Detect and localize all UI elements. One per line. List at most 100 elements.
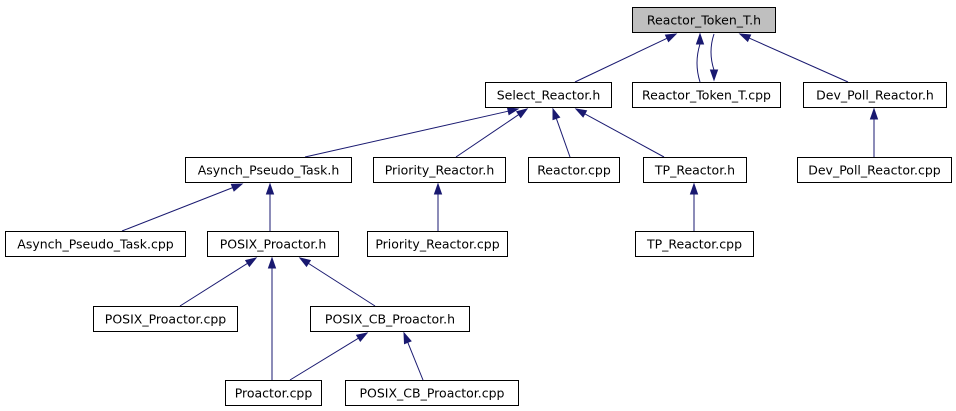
node-label: TP_Reactor.h (654, 163, 735, 178)
arrowhead-icon (244, 257, 258, 268)
arrowhead-icon (265, 182, 275, 195)
edge-dev_poll_reactor_h-to-reactor_token_t_h (738, 33, 849, 83)
edge-select_reactor_h-to-reactor_token_t_h (574, 33, 678, 83)
node-box (345, 380, 519, 406)
node-label: POSIX_Proactor.cpp (105, 312, 226, 327)
node-label: Proactor.cpp (235, 386, 313, 401)
arrowhead-icon (267, 256, 277, 269)
node-tp-reactor-h[interactable]: TP_Reactor.h (643, 157, 747, 183)
node-label: Asynch_Pseudo_Task.cpp (17, 237, 173, 252)
node-label: TP_Reactor.cpp (646, 237, 742, 252)
node-asynch-pseudo-task-cpp[interactable]: Asynch_Pseudo_Task.cpp (5, 231, 186, 257)
edge-line (555, 118, 571, 158)
edge-posix_cb_proactor_cpp-to-posix_cb_proactor_h (403, 331, 424, 381)
edge-line (455, 114, 519, 158)
node-posix-cb-proactor-cpp[interactable]: POSIX_CB_Proactor.cpp (345, 380, 519, 406)
edge-reactor_token_t_cpp-to-reactor_token_t_h (695, 32, 705, 83)
arrowhead-icon (664, 33, 678, 43)
edge-line (179, 262, 248, 307)
edge-tp_reactor_cpp-to-tp_reactor_h (689, 182, 699, 231)
arrowhead-icon (433, 182, 443, 195)
edge-priority_reactor_cpp-to-priority_reactor_h (433, 182, 443, 231)
edge-reactor_cpp-to-select_reactor_h (552, 107, 571, 158)
node-label: Asynch_Pseudo_Task.h (198, 163, 340, 178)
node-dev-poll-reactor-h[interactable]: Dev_Poll_Reactor.h (803, 82, 947, 108)
node-box (528, 157, 620, 183)
edge-posix_proactor_h-to-asynch_pseudo_task_h (265, 182, 275, 231)
node-reactor-token-t-cpp[interactable]: Reactor_Token_T.cpp (632, 82, 781, 108)
node-priority-reactor-h[interactable]: Priority_Reactor.h (373, 157, 506, 183)
node-reactor-cpp[interactable]: Reactor.cpp (528, 157, 620, 183)
node-label: Dev_Poll_Reactor.h (816, 88, 934, 103)
arrowhead-icon (695, 32, 705, 45)
arrowhead-icon (515, 108, 529, 119)
node-posix-proactor-cpp[interactable]: POSIX_Proactor.cpp (93, 306, 238, 332)
node-box (632, 7, 776, 33)
node-box (643, 157, 747, 183)
node-tp-reactor-cpp[interactable]: TP_Reactor.cpp (635, 231, 754, 257)
node-priority-reactor-cpp[interactable]: Priority_Reactor.cpp (367, 231, 508, 257)
edge-line (710, 33, 715, 71)
node-box (803, 82, 947, 108)
node-posix-proactor-h[interactable]: POSIX_Proactor.h (207, 231, 339, 257)
node-box (310, 306, 470, 332)
node-label: POSIX_CB_Proactor.h (325, 312, 455, 327)
node-proactor-cpp[interactable]: Proactor.cpp (225, 380, 322, 406)
node-box (93, 306, 238, 332)
edge-proactor_cpp-to-posix_proactor_h (267, 256, 277, 380)
node-label: POSIX_CB_Proactor.cpp (360, 386, 505, 401)
node-label: Reactor_Token_T.h (647, 13, 761, 28)
node-box (632, 82, 781, 108)
edge-posix_cb_proactor_h-to-posix_proactor_h (298, 257, 376, 307)
edge-line (584, 113, 665, 158)
edge-priority_reactor_h-to-select_reactor_h (455, 108, 529, 158)
graph-edges (121, 32, 879, 381)
node-label: Select_Reactor.h (497, 88, 601, 103)
edge-dev_poll_reactor_cpp-to-dev_poll_reactor_h (869, 107, 879, 157)
arrowhead-icon (355, 332, 369, 343)
edge-line (574, 37, 668, 83)
arrowhead-icon (689, 182, 699, 195)
node-posix-cb-proactor-h[interactable]: POSIX_CB_Proactor.h (310, 306, 470, 332)
node-dev-poll-reactor-cpp[interactable]: Dev_Poll_Reactor.cpp (797, 157, 952, 183)
node-box (373, 157, 506, 183)
arrowhead-icon (230, 183, 244, 192)
node-box (367, 231, 508, 257)
edge-asynch_pseudo_task_h-to-select_reactor_h (304, 107, 520, 158)
edge-asynch_pseudo_task_cpp-to-asynch_pseudo_task_h (121, 183, 244, 232)
arrowhead-icon (738, 33, 752, 43)
arrowhead-icon (506, 107, 520, 116)
arrowhead-icon (552, 107, 561, 121)
node-label: Reactor_Token_T.cpp (642, 88, 771, 103)
node-label: Dev_Poll_Reactor.cpp (808, 163, 941, 178)
node-label: Reactor.cpp (537, 163, 611, 178)
node-select-reactor-h[interactable]: Select_Reactor.h (485, 82, 612, 108)
edge-reactor_token_t_h-to-reactor_token_t_cpp (709, 33, 719, 82)
node-box (485, 82, 612, 108)
node-asynch-pseudo-task-h[interactable]: Asynch_Pseudo_Task.h (185, 157, 352, 183)
arrowhead-icon (403, 331, 412, 345)
edge-line (289, 337, 359, 381)
edge-proactor_cpp-to-posix_cb_proactor_h (289, 332, 369, 381)
node-label: POSIX_Proactor.h (220, 237, 327, 252)
edge-line (407, 342, 424, 381)
edge-line (748, 37, 849, 83)
arrowhead-icon (574, 108, 588, 118)
node-label: Priority_Reactor.cpp (375, 237, 499, 252)
node-box (797, 157, 952, 183)
node-label: Priority_Reactor.h (385, 163, 495, 178)
node-box (635, 231, 754, 257)
node-box (207, 231, 339, 257)
edge-tp_reactor_h-to-select_reactor_h (574, 108, 665, 158)
edge-line (304, 110, 509, 158)
node-reactor-token-t-h: Reactor_Token_T.h (632, 7, 776, 33)
node-box (225, 380, 322, 406)
edge-line (121, 187, 233, 232)
node-box (185, 157, 352, 183)
arrowhead-icon (709, 69, 719, 82)
edge-posix_proactor_cpp-to-posix_proactor_h (179, 257, 258, 307)
edge-line (308, 262, 376, 307)
arrowhead-icon (298, 257, 312, 268)
